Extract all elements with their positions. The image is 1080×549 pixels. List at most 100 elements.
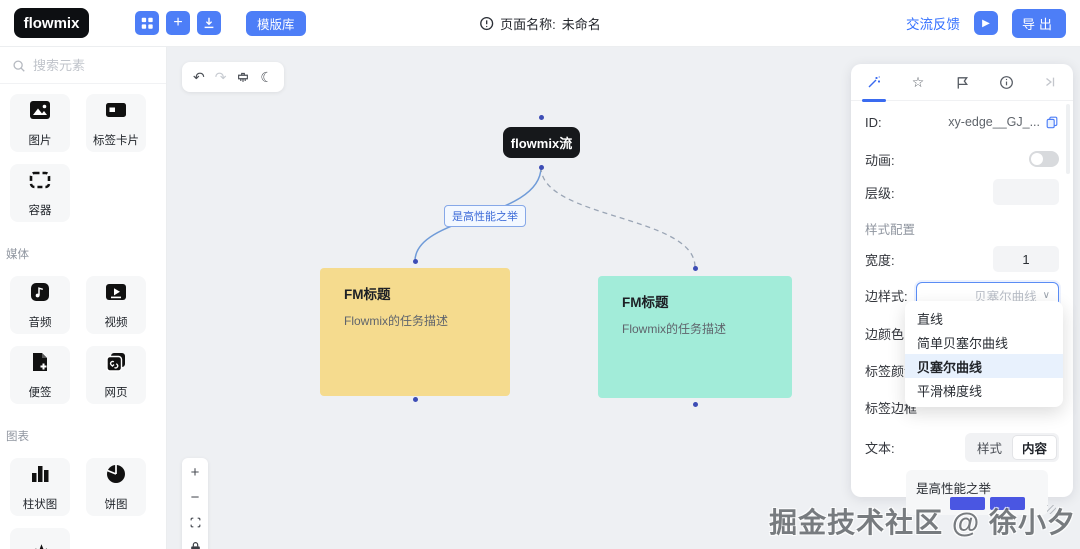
collapse-panel-icon[interactable] (1037, 64, 1063, 101)
template-library-button[interactable]: 模版库 (246, 10, 306, 36)
palette-item-label: 图片 (28, 135, 52, 147)
lock-icon[interactable] (184, 537, 206, 549)
inspector-tabbar: ☆ (851, 64, 1073, 102)
card-description: Flowmix的任务描述 (344, 314, 448, 328)
palette-item-container[interactable]: 容器 (10, 164, 70, 222)
tab-flag[interactable] (949, 64, 975, 101)
panel-action-button-2[interactable] (990, 497, 1025, 510)
width-input[interactable] (993, 246, 1059, 272)
plus-icon: + (173, 14, 183, 31)
palette-item-tag-card[interactable]: 标签卡片 (86, 94, 146, 152)
palette-item-webpage[interactable]: 网页 (86, 346, 146, 404)
export-button[interactable]: 导出 (1011, 8, 1066, 38)
card-yellow-handle-top[interactable] (413, 259, 418, 264)
inspector-panel: ☆ ID: xy-edge__GJ_... 动画: 层级: 样式配置 宽度: 边… (851, 64, 1073, 515)
card-title: FM标题 (344, 287, 391, 302)
card-node-teal[interactable]: FM标题 Flowmix的任务描述 (598, 276, 792, 398)
zoom-out-icon[interactable]: − (190, 489, 200, 506)
page-name-group: 页面名称: 未命名 (479, 14, 601, 33)
node-handle-bottom[interactable] (539, 165, 544, 170)
redo-icon[interactable]: ↷ (214, 69, 227, 85)
search-input[interactable] (33, 58, 143, 73)
card-title: FM标题 (622, 295, 669, 310)
preview-button[interactable]: ▶ (973, 11, 998, 35)
undo-icon[interactable]: ↶ (192, 69, 205, 85)
edge-label-badge[interactable]: 是高性能之举 (444, 205, 526, 227)
page-name-value[interactable]: 未命名 (561, 16, 601, 32)
palette-item-label: 柱状图 (22, 499, 58, 511)
resize-handle-icon[interactable] (1047, 505, 1056, 514)
label-color-label: 标签颜色 (865, 363, 918, 379)
animation-toggle[interactable] (1029, 151, 1059, 167)
zoom-in-icon[interactable]: + (190, 464, 200, 481)
bar-chart-icon (27, 462, 53, 491)
dropdown-option-bezier[interactable]: 贝塞尔曲线 (905, 354, 1063, 378)
card-teal-handle-bottom[interactable] (693, 402, 698, 407)
edge-style-label: 边样式: (865, 289, 908, 304)
flow-node-root[interactable]: flowmix流 (503, 127, 580, 158)
edge-color-label: 边颜色: (865, 326, 908, 342)
palette-item-video[interactable]: 视频 (86, 276, 146, 334)
panel-action-button-1[interactable] (950, 497, 985, 510)
palette-item-label: 便签 (28, 387, 52, 399)
palette-item-audio[interactable]: 音频 (10, 276, 70, 334)
card-yellow-handle-bottom[interactable] (413, 397, 418, 402)
node-handle-top[interactable] (539, 115, 544, 120)
add-button[interactable]: + (166, 11, 190, 35)
feedback-link[interactable]: 交流反馈 (905, 17, 960, 32)
palette-item-pie-chart[interactable]: 饼图 (86, 458, 146, 516)
watermark: 掘金技术社区 @ 徐小夕 (769, 507, 1076, 538)
id-label: ID: (865, 114, 882, 130)
tag-card-icon (103, 98, 129, 127)
import-button[interactable] (197, 11, 221, 35)
topbar: flowmix + 模版库 页面名称: 未命名 交流反馈 ▶ 导出 (0, 0, 1080, 47)
tab-star[interactable]: ☆ (911, 73, 925, 90)
canvas-toolbar: ↶ ↷ ☾ (182, 62, 284, 92)
webpage-icon (103, 350, 129, 379)
section-label-media: 媒体 (6, 249, 29, 261)
chevron-down-icon: ∨ (1042, 290, 1050, 301)
brush-icon[interactable] (236, 70, 250, 84)
palette-item-bar-chart[interactable]: 柱状图 (10, 458, 70, 516)
field-row-edge-color: 边颜色: (865, 324, 1059, 342)
edge-bezier-dashed[interactable] (540, 166, 696, 268)
info-icon (479, 16, 494, 31)
id-value: xy-edge__GJ_... (948, 115, 1040, 129)
panel-scrollbar[interactable] (1066, 104, 1070, 174)
palette-item-note[interactable]: 便签 (10, 346, 70, 404)
palette-item-label: 视频 (104, 317, 128, 329)
tab-style-wand[interactable] (861, 64, 887, 102)
element-sidebar: 图片 标签卡片 容器 媒体 音频 视频 便签 网页 图表 (0, 47, 167, 549)
palette-item-label: 容器 (28, 205, 52, 217)
field-row-layer: 层级: (865, 179, 1059, 205)
dropdown-option-straight[interactable]: 直线 (917, 311, 944, 327)
edge-style-dropdown: 直线 简单贝塞尔曲线 贝塞尔曲线 平滑梯度线 (905, 301, 1063, 407)
fit-view-icon[interactable] (184, 512, 206, 533)
topbar-right: 交流反馈 ▶ 导出 (905, 8, 1066, 38)
element-palette: 图片 标签卡片 容器 媒体 音频 视频 便签 网页 图表 (0, 84, 166, 549)
search-icon (12, 59, 26, 73)
pie-chart-icon (103, 462, 129, 491)
dark-mode-moon-icon[interactable]: ☾ (260, 69, 273, 85)
app-logo: flowmix (14, 8, 89, 38)
text-tab-content[interactable]: 内容 (1011, 435, 1057, 460)
tab-info[interactable] (993, 64, 1019, 101)
animation-label: 动画: (865, 152, 895, 168)
zoom-controls: + − (182, 458, 208, 549)
palette-item-label: 网页 (104, 387, 128, 399)
palette-item-image[interactable]: 图片 (10, 94, 70, 152)
dropdown-option-simple-bezier[interactable]: 简单贝塞尔曲线 (917, 335, 1009, 351)
card-description: Flowmix的任务描述 (622, 322, 726, 336)
dropdown-option-smooth-step[interactable]: 平滑梯度线 (917, 383, 983, 399)
layout-grid-button[interactable] (135, 11, 159, 35)
copy-icon[interactable] (1045, 115, 1059, 129)
card-teal-handle-top[interactable] (693, 266, 698, 271)
audio-icon (27, 280, 53, 309)
field-row-id: ID: xy-edge__GJ_... (865, 110, 1059, 134)
text-tab-style[interactable]: 样式 (976, 442, 1002, 456)
card-node-yellow[interactable]: FM标题 Flowmix的任务描述 (320, 268, 510, 396)
style-section-header: 样式配置 (865, 223, 916, 237)
container-icon (27, 168, 53, 197)
palette-item-line-chart[interactable] (10, 528, 70, 549)
layer-input[interactable] (993, 179, 1059, 205)
